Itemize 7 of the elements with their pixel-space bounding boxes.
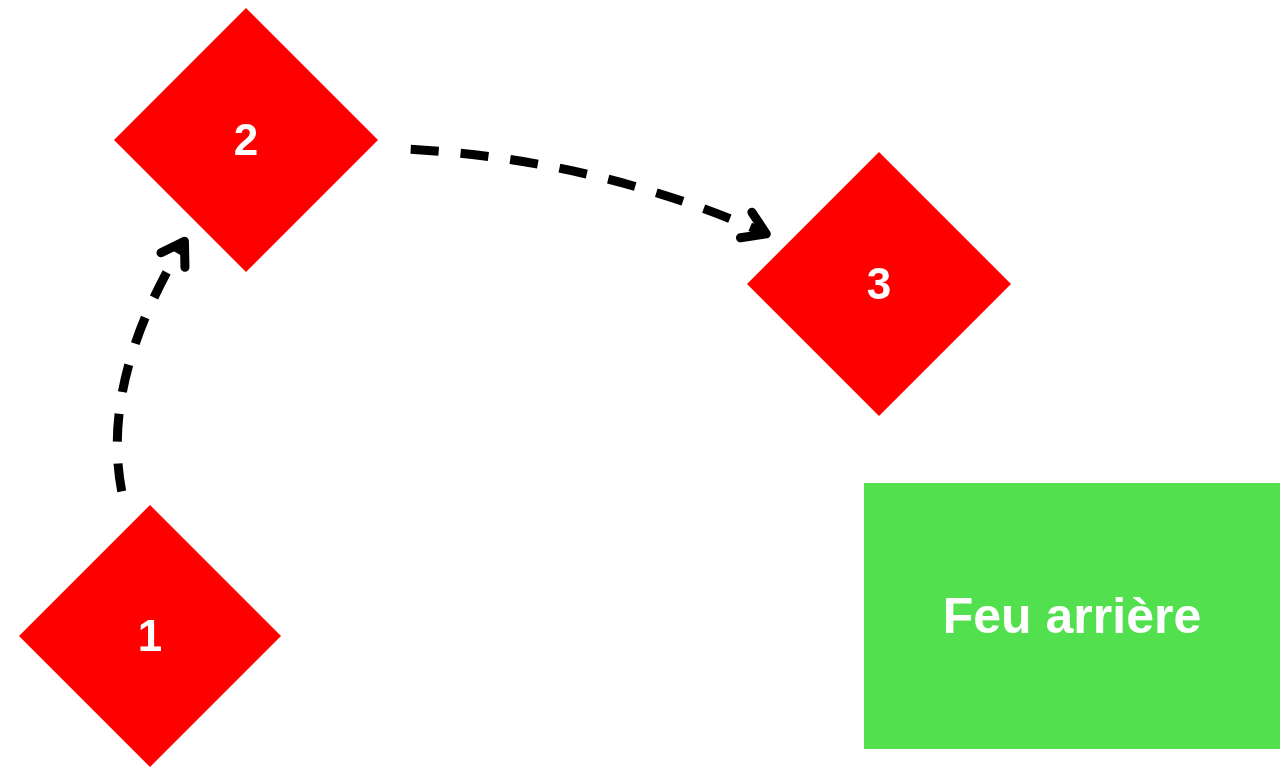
node-label: 1	[137, 611, 163, 661]
node-label: Feu arrière	[942, 587, 1202, 645]
node-label: 3	[866, 259, 892, 309]
arrow	[410, 144, 771, 243]
node-label: 2	[233, 115, 259, 165]
process-box	[864, 483, 1280, 749]
arrow	[112, 236, 190, 492]
